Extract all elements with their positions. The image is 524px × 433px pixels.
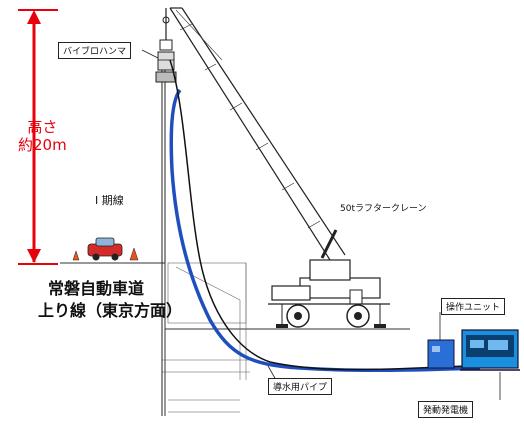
generator bbox=[460, 329, 520, 371]
height-label: 高さ 約20m bbox=[18, 118, 67, 154]
crane bbox=[169, 7, 390, 328]
highway-label-line2: 上り線（東京方面） bbox=[38, 301, 183, 320]
pile bbox=[161, 62, 166, 416]
vibro-hammer-label: バイブロハンマ bbox=[58, 42, 132, 59]
phase1-line-label: I 期線 bbox=[95, 194, 124, 207]
water-hose bbox=[169, 88, 481, 373]
highway-label-line1: 常磐自動車道 bbox=[48, 279, 145, 298]
control-cable bbox=[169, 59, 471, 371]
ground bbox=[60, 262, 410, 416]
car bbox=[87, 237, 123, 261]
height-label-line1: 高さ bbox=[27, 118, 58, 136]
water-pipe-label: 導水用パイプ bbox=[268, 378, 333, 395]
vibro-hammer bbox=[155, 8, 177, 83]
height-arrow bbox=[18, 9, 58, 265]
control-unit-label: 操作ユニット bbox=[441, 298, 506, 315]
control-unit bbox=[427, 339, 455, 369]
highway-label: 常磐自動車道 上り線（東京方面） bbox=[38, 278, 182, 322]
height-label-line2: 約20m bbox=[18, 136, 67, 154]
crane-label: 50tラフタークレーン bbox=[340, 204, 427, 214]
generator-label: 発動発電機 bbox=[418, 401, 474, 418]
traffic-cones bbox=[72, 247, 139, 261]
